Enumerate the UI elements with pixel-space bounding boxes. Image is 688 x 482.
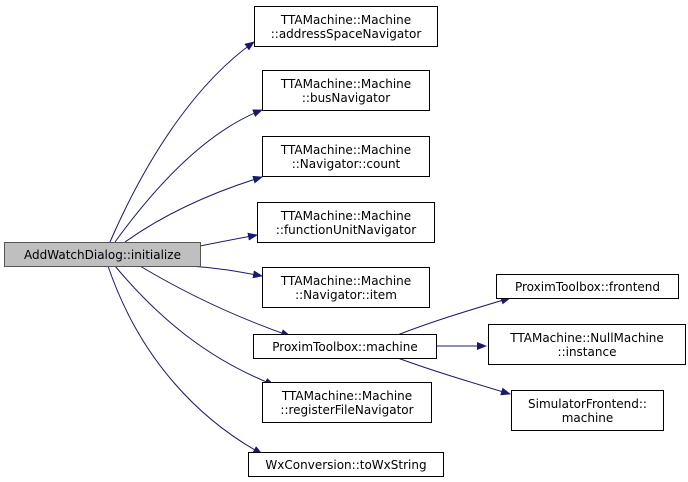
node-navigator-count[interactable]: TTAMachine::Machine ::Navigator::count bbox=[262, 136, 430, 177]
node-label-line: WxConversion::toWxString bbox=[265, 457, 427, 472]
node-add-watch-dialog-initialize: AddWatchDialog::initialize bbox=[4, 242, 201, 267]
edge-initialize-to-busNavigator bbox=[114, 109, 263, 243]
node-label-line: TTAMachine::NullMachine bbox=[510, 330, 664, 345]
node-wx-conversion-to-wx-string[interactable]: WxConversion::toWxString bbox=[248, 452, 444, 477]
edge-initialize-to-registerFileNavigator bbox=[114, 265, 275, 386]
edge-initialize-to-count bbox=[124, 175, 263, 243]
node-proxim-toolbox-frontend[interactable]: ProximToolbox::frontend bbox=[496, 274, 679, 299]
node-register-file-navigator[interactable]: TTAMachine::Machine ::registerFileNaviga… bbox=[262, 382, 432, 423]
node-label-line: ::Navigator::count bbox=[291, 156, 401, 171]
edge-initialize-to-addressSpaceNavigator bbox=[109, 41, 255, 243]
node-label-line: TTAMachine::Machine bbox=[280, 208, 412, 223]
node-label-line: AddWatchDialog::initialize bbox=[24, 247, 181, 262]
edge-initialize-to-toWxString bbox=[107, 265, 263, 455]
node-simulator-frontend-machine[interactable]: SimulatorFrontend:: machine bbox=[511, 390, 664, 431]
node-label-line: TTAMachine::Machine bbox=[281, 388, 413, 403]
node-label-line: ProximToolbox::machine bbox=[272, 339, 418, 354]
edge-machine-to-frontend bbox=[394, 296, 511, 337]
node-label-line: ::registerFileNavigator bbox=[280, 402, 414, 417]
node-label-line: ::addressSpaceNavigator bbox=[270, 26, 422, 41]
node-label-line: ::busNavigator bbox=[301, 90, 391, 105]
node-bus-navigator[interactable]: TTAMachine::Machine ::busNavigator bbox=[262, 70, 430, 111]
edge-machine-to-simMachine bbox=[394, 356, 511, 396]
node-label-line: ::functionUnitNavigator bbox=[275, 222, 417, 237]
node-navigator-item[interactable]: TTAMachine::Machine ::Navigator::item bbox=[262, 267, 430, 308]
node-label-line: SimulatorFrontend:: bbox=[528, 396, 647, 411]
node-address-space-navigator[interactable]: TTAMachine::Machine ::addressSpaceNaviga… bbox=[254, 6, 438, 47]
node-null-machine-instance[interactable]: TTAMachine::NullMachine ::instance bbox=[488, 324, 686, 365]
node-label-line: ProximToolbox::frontend bbox=[514, 279, 661, 294]
edge-initialize-to-item bbox=[189, 265, 263, 279]
node-proxim-toolbox-machine[interactable]: ProximToolbox::machine bbox=[253, 334, 437, 359]
node-label-line: machine bbox=[561, 410, 614, 425]
node-label-line: TTAMachine::Machine bbox=[280, 76, 412, 91]
node-label-line: ::instance bbox=[557, 344, 617, 359]
edge-initialize-to-functionUnitNavigator bbox=[199, 232, 258, 247]
node-label-line: ::Navigator::item bbox=[295, 287, 397, 302]
node-label-line: TTAMachine::Machine bbox=[280, 273, 412, 288]
edge-initialize-to-machine bbox=[139, 265, 291, 337]
node-label-line: TTAMachine::Machine bbox=[280, 12, 412, 27]
node-label-line: TTAMachine::Machine bbox=[280, 142, 412, 157]
node-function-unit-navigator[interactable]: TTAMachine::Machine ::functionUnitNaviga… bbox=[257, 202, 435, 243]
